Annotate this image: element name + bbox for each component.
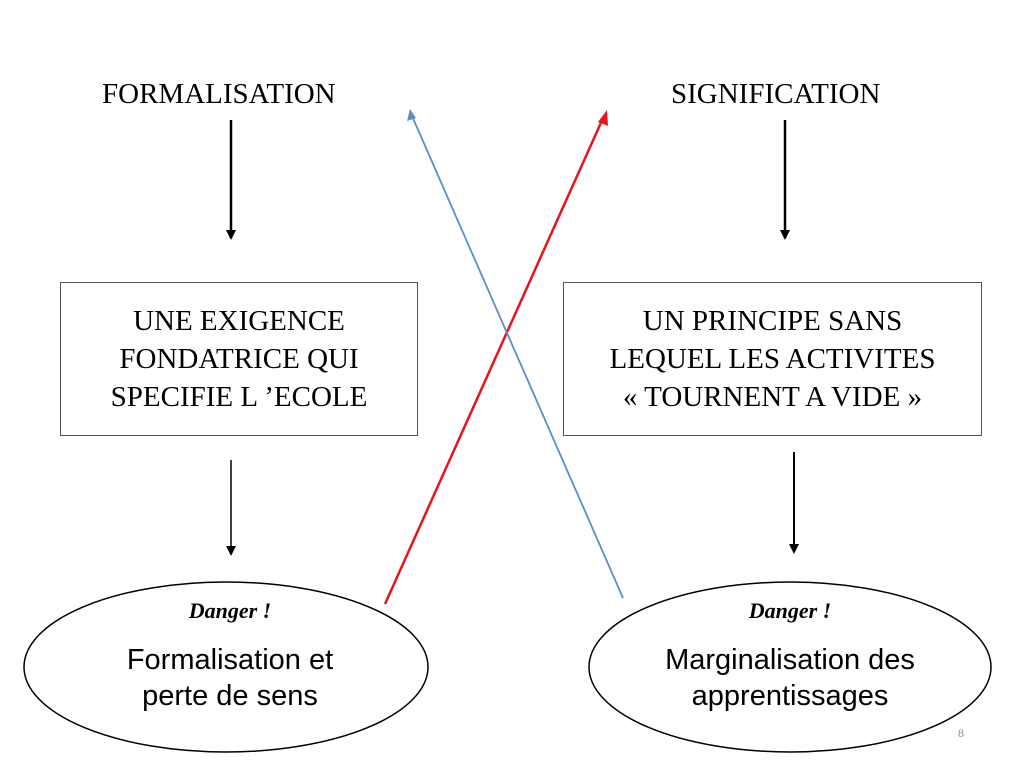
danger-content-right: Danger ! Marginalisation des apprentissa… [610, 598, 970, 714]
box-exigence-fondatrice: UNE EXIGENCE FONDATRICE QUI SPECIFIE L ’… [60, 282, 418, 436]
danger-content-left: Danger ! Formalisation et perte de sens [60, 598, 400, 714]
consequence-right-line: apprentissages [691, 680, 889, 712]
cross-arrowhead-red [598, 110, 608, 126]
slide-number: 8 [958, 726, 964, 740]
box-left-line: SPECIFIE L ’ECOLE [110, 381, 368, 413]
danger-ellipse-right [588, 581, 992, 753]
cross-arrow-blue [411, 115, 624, 599]
consequence-right: Marginalisation des apprentissages [610, 642, 970, 714]
box-principe-sans-lequel: UN PRINCIPE SANS LEQUEL LES ACTIVITES « … [563, 282, 982, 436]
arrowhead-formalisation-to-box [226, 230, 236, 240]
consequence-left-line: perte de sens [142, 680, 318, 712]
consequence-right-line: Marginalisation des [665, 644, 915, 676]
box-left-line: UNE EXIGENCE [133, 305, 345, 337]
danger-label-right: Danger ! [748, 598, 832, 623]
title-signification: SIGNIFICATION [671, 78, 881, 110]
arrowhead-right-box-to-danger [789, 544, 799, 554]
cross-arrowhead-blue [407, 109, 416, 121]
box-right-line: LEQUEL LES ACTIVITES [609, 343, 936, 375]
box-right-line: « TOURNENT A VIDE » [622, 381, 923, 413]
arrowhead-signification-to-box [780, 230, 790, 240]
arrowhead-left-box-to-danger [226, 546, 236, 556]
title-formalisation: FORMALISATION [102, 78, 336, 110]
danger-ellipse-left [23, 581, 429, 753]
box-left-line: FONDATRICE QUI [119, 343, 359, 375]
cross-arrow-red [383, 115, 606, 605]
consequence-left: Formalisation et perte de sens [60, 642, 400, 714]
box-right-line: UN PRINCIPE SANS [642, 305, 903, 337]
danger-label-left: Danger ! [188, 598, 272, 623]
consequence-left-line: Formalisation et [126, 644, 334, 676]
